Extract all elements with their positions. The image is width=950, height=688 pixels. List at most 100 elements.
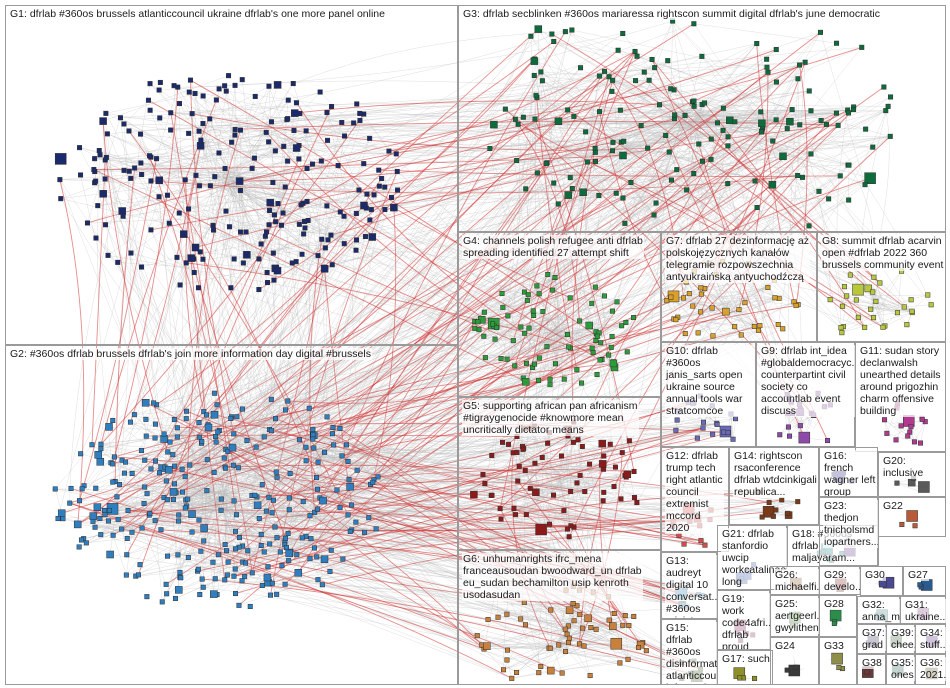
node-avatar[interactable] bbox=[808, 151, 814, 157]
node-avatar[interactable] bbox=[795, 173, 801, 179]
node-avatar[interactable] bbox=[523, 186, 529, 192]
node-avatar[interactable] bbox=[651, 212, 657, 218]
node-avatar[interactable] bbox=[252, 492, 258, 498]
node-avatar[interactable] bbox=[364, 191, 370, 197]
node-avatar[interactable] bbox=[67, 500, 73, 506]
node-avatar[interactable] bbox=[533, 92, 539, 98]
node-avatar[interactable] bbox=[551, 180, 557, 186]
node-avatar[interactable] bbox=[231, 431, 237, 437]
node-avatar[interactable] bbox=[797, 62, 803, 68]
node-avatar[interactable] bbox=[725, 181, 731, 187]
node-avatar[interactable] bbox=[329, 262, 335, 268]
node-avatar[interactable] bbox=[207, 116, 213, 122]
node-avatar[interactable] bbox=[174, 254, 180, 260]
node-avatar[interactable] bbox=[168, 110, 174, 116]
node-avatar[interactable] bbox=[610, 148, 616, 154]
node-avatar[interactable] bbox=[544, 344, 550, 350]
node-avatar[interactable] bbox=[273, 219, 279, 225]
node-avatar[interactable] bbox=[285, 116, 291, 122]
node-avatar[interactable] bbox=[147, 107, 153, 113]
node-avatar[interactable] bbox=[169, 488, 178, 496]
node-avatar[interactable] bbox=[285, 158, 291, 164]
node-avatar[interactable] bbox=[663, 132, 669, 138]
node-avatar[interactable] bbox=[261, 549, 267, 555]
node-avatar[interactable] bbox=[204, 423, 213, 432]
node-avatar[interactable] bbox=[287, 471, 293, 477]
node-avatar[interactable] bbox=[223, 88, 229, 94]
node-avatar[interactable] bbox=[314, 486, 320, 492]
node-avatar[interactable] bbox=[584, 159, 590, 165]
node-avatar[interactable] bbox=[696, 141, 702, 147]
node-avatar[interactable] bbox=[504, 356, 510, 362]
node-avatar[interactable] bbox=[92, 524, 98, 530]
node-avatar[interactable] bbox=[346, 477, 352, 483]
node-avatar[interactable] bbox=[144, 594, 150, 600]
node-avatar[interactable] bbox=[562, 29, 568, 35]
node-avatar[interactable] bbox=[764, 64, 770, 70]
node-avatar[interactable] bbox=[124, 552, 130, 558]
node-avatar[interactable] bbox=[200, 256, 206, 262]
node-avatar[interactable] bbox=[322, 449, 328, 455]
node-avatar[interactable] bbox=[126, 168, 132, 174]
node-avatar[interactable] bbox=[144, 491, 150, 497]
node-avatar[interactable] bbox=[115, 516, 121, 522]
node-avatar[interactable] bbox=[345, 458, 351, 464]
node-avatar[interactable] bbox=[674, 167, 680, 173]
node-avatar[interactable] bbox=[77, 145, 83, 151]
node-avatar[interactable] bbox=[512, 116, 518, 122]
node-avatar[interactable] bbox=[164, 497, 170, 503]
node-avatar[interactable] bbox=[258, 241, 264, 247]
node-avatar[interactable] bbox=[331, 442, 337, 448]
node-avatar[interactable] bbox=[520, 114, 526, 120]
node-avatar[interactable] bbox=[311, 445, 317, 451]
node-avatar[interactable] bbox=[349, 502, 355, 508]
node-avatar[interactable] bbox=[106, 507, 112, 513]
node-avatar[interactable] bbox=[515, 121, 521, 127]
node-avatar[interactable] bbox=[320, 265, 329, 273]
node-avatar[interactable] bbox=[864, 172, 876, 184]
node-avatar[interactable] bbox=[105, 423, 113, 431]
node-avatar[interactable] bbox=[210, 559, 216, 565]
node-avatar[interactable] bbox=[174, 434, 180, 440]
node-avatar[interactable] bbox=[189, 111, 195, 117]
node-avatar[interactable] bbox=[602, 68, 608, 74]
node-avatar[interactable] bbox=[201, 409, 207, 415]
node-avatar[interactable] bbox=[223, 208, 229, 214]
node-avatar[interactable] bbox=[200, 524, 208, 532]
node-avatar[interactable] bbox=[592, 149, 598, 155]
node-avatar[interactable] bbox=[567, 175, 573, 181]
node-avatar[interactable] bbox=[213, 439, 219, 445]
node-avatar[interactable] bbox=[614, 299, 620, 305]
node-avatar[interactable] bbox=[200, 584, 206, 590]
node-avatar[interactable] bbox=[619, 323, 625, 329]
node-avatar[interactable] bbox=[200, 93, 206, 99]
node-avatar[interactable] bbox=[161, 431, 167, 437]
node-avatar[interactable] bbox=[237, 188, 243, 194]
node-avatar[interactable] bbox=[566, 344, 572, 350]
node-avatar[interactable] bbox=[125, 508, 131, 514]
node-avatar[interactable] bbox=[623, 320, 629, 326]
node-avatar[interactable] bbox=[725, 134, 731, 140]
node-avatar[interactable] bbox=[315, 506, 321, 512]
node-avatar[interactable] bbox=[691, 98, 697, 104]
node-avatar[interactable] bbox=[165, 449, 171, 455]
node-avatar[interactable] bbox=[216, 150, 222, 156]
node-avatar[interactable] bbox=[152, 458, 158, 464]
node-avatar[interactable] bbox=[119, 526, 125, 532]
node-avatar[interactable] bbox=[189, 529, 195, 535]
node-avatar[interactable] bbox=[126, 128, 132, 134]
node-avatar[interactable] bbox=[567, 295, 573, 301]
node-avatar[interactable] bbox=[870, 144, 876, 150]
node-avatar[interactable] bbox=[117, 115, 123, 121]
node-avatar[interactable] bbox=[574, 367, 580, 373]
node-avatar[interactable] bbox=[78, 451, 84, 457]
node-avatar[interactable] bbox=[319, 496, 327, 505]
node-avatar[interactable] bbox=[239, 578, 245, 584]
node-avatar[interactable] bbox=[142, 457, 148, 463]
node-avatar[interactable] bbox=[368, 207, 374, 213]
node-avatar[interactable] bbox=[163, 581, 169, 587]
node-avatar[interactable] bbox=[846, 162, 852, 168]
node-avatar[interactable] bbox=[320, 555, 329, 563]
node-avatar[interactable] bbox=[116, 482, 122, 488]
node-avatar[interactable] bbox=[768, 180, 777, 189]
